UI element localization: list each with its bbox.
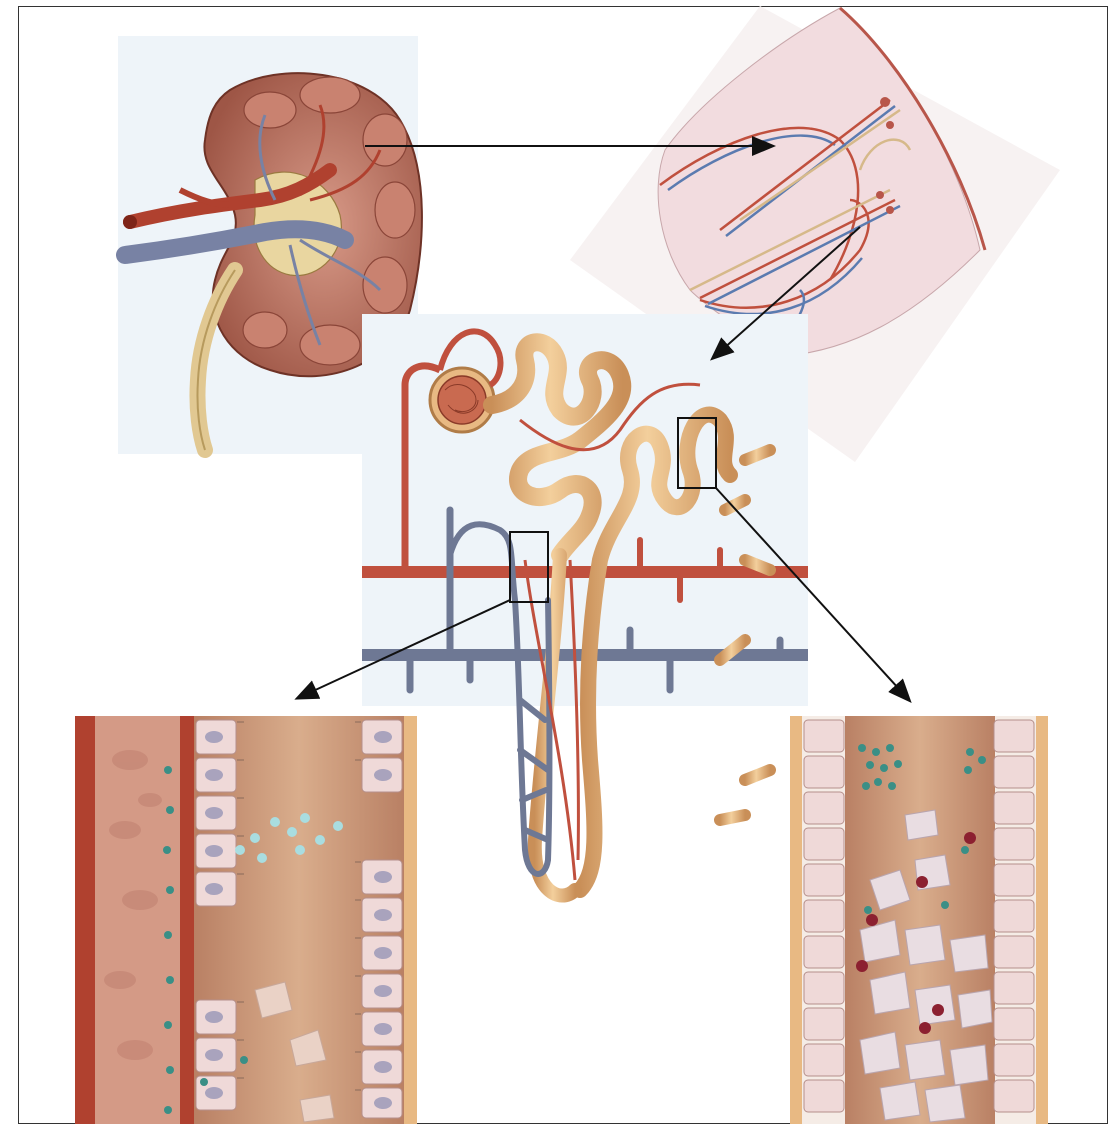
distal-left-epithelium (804, 720, 844, 1112)
distal-right-epithelium (994, 720, 1034, 1112)
proximal-right-epithelium (362, 720, 402, 1118)
distal-left-wall (790, 716, 802, 1124)
glomerulus (438, 376, 486, 424)
renal-artery-opening (123, 215, 137, 229)
capillary-edge (75, 716, 95, 1124)
distal-tubule-panel (790, 716, 1048, 1124)
proximal-tubule-panel (75, 716, 417, 1124)
basement-membrane (180, 716, 194, 1124)
nephron-overview-panel (362, 314, 808, 896)
distal-right-wall (1036, 716, 1048, 1124)
proximal-right-wall (404, 716, 417, 1124)
